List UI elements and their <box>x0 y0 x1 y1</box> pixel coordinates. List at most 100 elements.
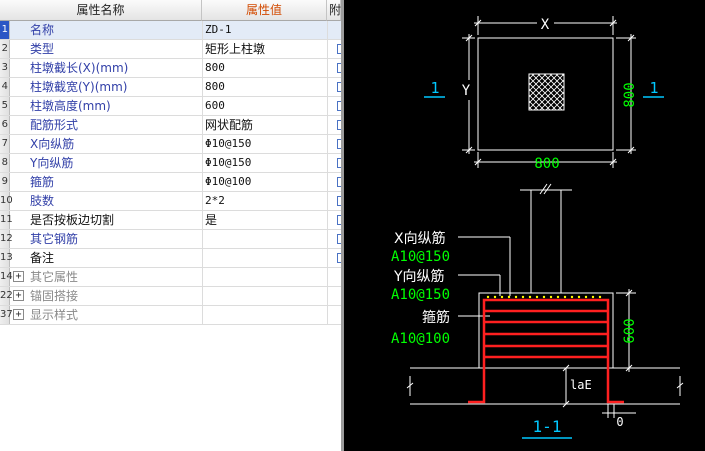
property-value[interactable]: Φ10@150 <box>202 154 327 172</box>
header-attach[interactable]: 附 <box>327 0 341 21</box>
row-number[interactable]: 14 <box>0 268 13 286</box>
expand-icon[interactable]: + <box>13 271 24 282</box>
attach-cell <box>327 173 346 191</box>
attach-cell <box>327 21 341 39</box>
property-name: 名称 <box>30 23 55 37</box>
header-attach-text: 附 <box>329 3 342 17</box>
property-value[interactable] <box>202 230 327 248</box>
property-value[interactable]: 600 <box>202 97 327 115</box>
property-name: 是否按板边切割 <box>30 213 115 227</box>
rebar-dot <box>598 295 602 299</box>
row-number[interactable]: 37 <box>0 306 13 324</box>
rebar-dot <box>528 295 532 299</box>
attach-cell <box>327 249 346 267</box>
header-property-value[interactable]: 属性值 <box>202 0 327 21</box>
row-number[interactable]: 9 <box>0 173 10 191</box>
stirrup-label: 箍筋 <box>422 309 450 326</box>
plan-width-dimension: 800 <box>534 156 559 172</box>
plan-y-label: Y <box>462 83 471 99</box>
property-row[interactable]: 14+ 其它属性 <box>0 268 341 287</box>
attach-cell <box>327 154 346 172</box>
row-number[interactable]: 4 <box>0 78 10 96</box>
property-value[interactable]: 是 <box>202 211 327 229</box>
property-value[interactable] <box>202 306 327 324</box>
property-value[interactable]: Φ10@150 <box>202 135 327 153</box>
attach-cell <box>327 192 346 210</box>
y-rebar-label: Y向纵筋 <box>393 268 445 285</box>
row-number[interactable]: 10 <box>0 192 13 210</box>
rebar-dot <box>591 295 595 299</box>
property-value[interactable]: 800 <box>202 78 327 96</box>
expand-icon[interactable]: + <box>13 309 24 320</box>
row-number[interactable]: 5 <box>0 97 10 115</box>
header-property-name[interactable]: 属性名称 <box>0 0 202 21</box>
property-name: X向纵筋 <box>30 137 75 151</box>
row-number[interactable]: 7 <box>0 135 10 153</box>
property-name: 柱墩高度(mm) <box>30 99 111 113</box>
property-value[interactable]: 2*2 <box>202 192 327 210</box>
property-name: Y向纵筋 <box>30 156 74 170</box>
section-mark-left: 1 <box>424 79 445 98</box>
cad-drawing: X Y 800 800 1 1 <box>391 16 684 439</box>
row-number[interactable]: 3 <box>0 59 10 77</box>
property-name: 配筋形式 <box>30 118 79 132</box>
rebar-dot <box>507 295 511 299</box>
section-view <box>406 183 684 418</box>
property-row[interactable]: 9 箍筋 Φ10@100 <box>0 173 346 192</box>
rebar-dot <box>584 295 588 299</box>
property-name: 柱墩截宽(Y)(mm) <box>30 80 128 94</box>
bottom-dimension: 0 <box>616 415 623 429</box>
property-value[interactable]: 800 <box>202 59 327 77</box>
property-name: 箍筋 <box>30 175 55 189</box>
attach-cell <box>327 59 346 77</box>
rebar-dot <box>577 295 581 299</box>
row-number[interactable]: 12 <box>0 230 13 248</box>
property-row[interactable]: 6 配筋形式 网状配筋 <box>0 116 346 135</box>
property-row[interactable]: 37+显示样式 <box>0 306 341 325</box>
property-value[interactable]: 矩形上柱墩 <box>202 40 327 58</box>
property-name: 备注 <box>30 251 55 265</box>
property-row[interactable]: 7 X向纵筋 Φ10@150 <box>0 135 346 154</box>
property-row[interactable]: 11 是否按板边切割 是 <box>0 211 346 230</box>
property-value[interactable]: Φ10@100 <box>202 173 327 191</box>
x-rebar-label: X向纵筋 <box>394 230 446 247</box>
row-number[interactable]: 13 <box>0 249 13 267</box>
row-number[interactable]: 8 <box>0 154 10 172</box>
property-value[interactable] <box>202 249 327 267</box>
attach-cell <box>327 211 346 229</box>
attach-cell <box>327 135 346 153</box>
row-number[interactable]: 1 <box>0 21 10 39</box>
attach-cell <box>327 97 346 115</box>
rebar-dot <box>535 295 539 299</box>
height-dimension: 600 <box>622 318 638 343</box>
attach-cell <box>327 230 346 248</box>
property-row[interactable]: 5 柱墩高度(mm) 600 <box>0 97 346 116</box>
property-row[interactable]: 1 名称 ZD-1 <box>0 21 341 40</box>
row-number[interactable]: 2 <box>0 40 10 58</box>
expand-icon[interactable]: + <box>13 290 24 301</box>
row-number[interactable]: 22 <box>0 287 13 305</box>
property-value[interactable]: ZD-1 <box>202 21 327 39</box>
row-number[interactable]: 6 <box>0 116 10 134</box>
attach-cell <box>327 40 346 58</box>
property-value[interactable] <box>202 287 327 305</box>
property-row[interactable]: 4 柱墩截宽(Y)(mm) 800 <box>0 78 346 97</box>
property-row[interactable]: 13 备注 <box>0 249 346 268</box>
rebar-dot <box>549 295 553 299</box>
svg-text:1-1: 1-1 <box>533 417 562 436</box>
rebar-dot <box>542 295 546 299</box>
property-name: 锚固搭接 <box>30 289 79 303</box>
rebar-dot <box>563 295 567 299</box>
property-value[interactable]: 网状配筋 <box>202 116 327 134</box>
row-number[interactable]: 11 <box>0 211 13 229</box>
property-name: 其它属性 <box>30 270 79 284</box>
property-row[interactable]: 22+ 锚固搭接 <box>0 287 341 306</box>
property-row[interactable]: 8 Y向纵筋 Φ10@150 <box>0 154 346 173</box>
property-value[interactable] <box>202 268 327 286</box>
panel-splitter[interactable] <box>341 0 344 451</box>
